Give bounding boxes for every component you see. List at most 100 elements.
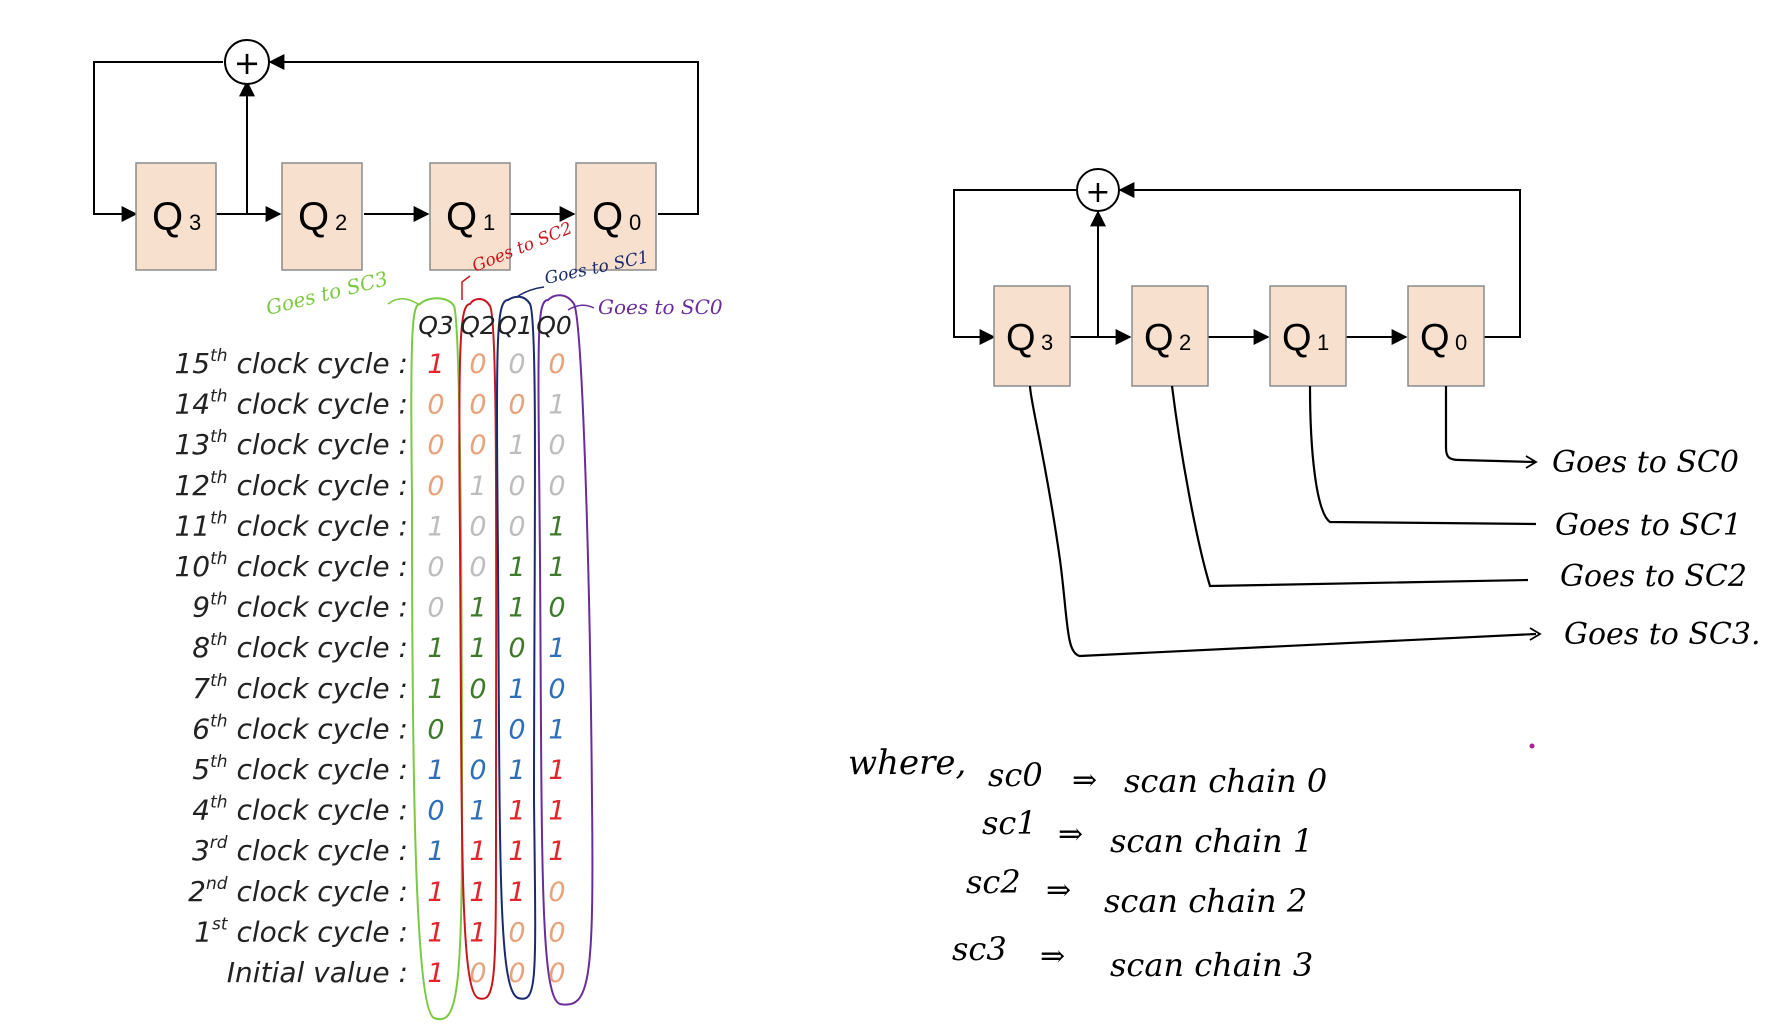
row-label: 9th clock cycle :: [192, 590, 408, 624]
bit-cell: 0: [508, 633, 525, 664]
right-register-q0: Q 0: [1407, 285, 1485, 387]
svg-text:2: 2: [1179, 330, 1191, 355]
bit-cell: 1: [469, 471, 486, 502]
svg-text:3: 3: [189, 210, 201, 235]
legend-abbr-1: sc1: [982, 804, 1037, 842]
right-xor-gate: +: [1076, 168, 1120, 212]
bit-cell: 0: [548, 877, 565, 908]
bit-cell: 0: [508, 471, 525, 502]
row-label: 4th clock cycle :: [192, 793, 408, 827]
right-register-q2: Q 2: [1131, 285, 1209, 387]
legend-arrow-0: ⇒: [1072, 763, 1097, 798]
bit-cell: 1: [427, 633, 444, 664]
output-labels: Goes to SC0 Goes to SC1 Goes to SC2 Goes…: [1552, 445, 1761, 652]
svg-text:2: 2: [335, 210, 347, 235]
bit-cell: 0: [508, 714, 525, 745]
bit-cell: 0: [427, 796, 444, 827]
bit-cell: 0: [548, 349, 565, 380]
svg-text:Q: Q: [152, 195, 183, 239]
loop-q3: [410, 297, 464, 1021]
wire-q0-sc0: [1444, 386, 1535, 464]
loop-q2: [458, 298, 498, 1000]
bit-cell: 1: [469, 796, 486, 827]
bit-cell: 1: [548, 390, 565, 421]
legend-desc-0: scan chain 0: [1124, 762, 1327, 800]
bit-cell: 0: [427, 593, 444, 624]
output-wires: [1028, 385, 1542, 658]
bit-cell: 0: [548, 593, 565, 624]
row-label: 15th clock cycle :: [174, 346, 408, 380]
bit-cell: 1: [427, 755, 444, 786]
bit-cell: 0: [508, 390, 525, 421]
legend-arrow-3: ⇒: [1040, 939, 1065, 974]
bit-cell: 0: [469, 430, 486, 461]
svg-text:Q: Q: [1144, 317, 1174, 359]
bit-cell: 1: [508, 674, 525, 705]
bit-cell: 0: [469, 674, 486, 705]
bit-cell: 1: [427, 674, 444, 705]
row-label: 13th clock cycle :: [174, 427, 408, 461]
bit-cell: 1: [548, 796, 565, 827]
legend-abbr-2: sc2: [966, 863, 1021, 901]
bit-cell: 0: [469, 390, 486, 421]
bit-cell: 1: [508, 796, 525, 827]
row-label: 11th clock cycle :: [174, 508, 408, 542]
bit-cell: 0: [469, 958, 486, 989]
bit-cell: 0: [508, 349, 525, 380]
bit-cell: 1: [508, 430, 525, 461]
row-label: 7th clock cycle :: [192, 671, 408, 705]
legend-arrow-1: ⇒: [1058, 817, 1083, 852]
bit-cell: 0: [427, 471, 444, 502]
bit-cell: 0: [427, 430, 444, 461]
bit-cell: 1: [508, 755, 525, 786]
column-header-q3: Q3: [418, 311, 454, 340]
bit-cell: 1: [427, 836, 444, 867]
svg-text:+: +: [1085, 175, 1110, 210]
bit-cell: 0: [548, 674, 565, 705]
legend-lead: where,: [848, 743, 966, 783]
left-register-q3: Q 3: [135, 162, 217, 271]
left-feedback-wires: [93, 54, 699, 222]
abbreviation-legend: where, sc0 ⇒ scan chain 0 sc1 ⇒ scan cha…: [848, 743, 1327, 984]
wire-q3-sc3: [1028, 385, 1537, 658]
row-label: 14th clock cycle :: [174, 387, 408, 421]
bit-cell: 1: [469, 877, 486, 908]
svg-text:1: 1: [1317, 330, 1329, 355]
stray-dot: [1529, 743, 1535, 749]
bit-cell: 0: [548, 958, 565, 989]
output-label-sc3: Goes to SC3.: [1564, 617, 1761, 652]
bit-cell: 1: [508, 552, 525, 583]
row-label: 10th clock cycle :: [174, 549, 408, 583]
bit-cell: 1: [548, 714, 565, 745]
svg-text:+: +: [234, 44, 261, 82]
bit-cell: 1: [427, 349, 444, 380]
bit-cell: 0: [548, 917, 565, 948]
wire-q1-sc1: [1308, 385, 1537, 526]
legend-arrow-2: ⇒: [1046, 873, 1071, 908]
bit-cell: 1: [427, 917, 444, 948]
bit-cell: 0: [427, 552, 444, 583]
output-label-sc1: Goes to SC1: [1555, 508, 1742, 543]
row-label: Initial value :: [227, 956, 408, 989]
bit-cell: 1: [548, 755, 565, 786]
bit-cell: 1: [548, 633, 565, 664]
bit-cell: 1: [427, 958, 444, 989]
svg-text:Q: Q: [1420, 317, 1450, 359]
column-header-q1: Q1: [497, 311, 533, 340]
left-register-q1: Q 1: [429, 162, 511, 271]
right-lfsr-diagram: + Q 3 Q 2 Q 1 Q 0: [953, 168, 1761, 749]
legend-desc-1: scan chain 1: [1110, 822, 1313, 860]
loop-q1: [496, 295, 537, 1000]
right-register-q1: Q 1: [1269, 285, 1347, 387]
annotation-sc3: Goes to SC3: [263, 266, 419, 320]
